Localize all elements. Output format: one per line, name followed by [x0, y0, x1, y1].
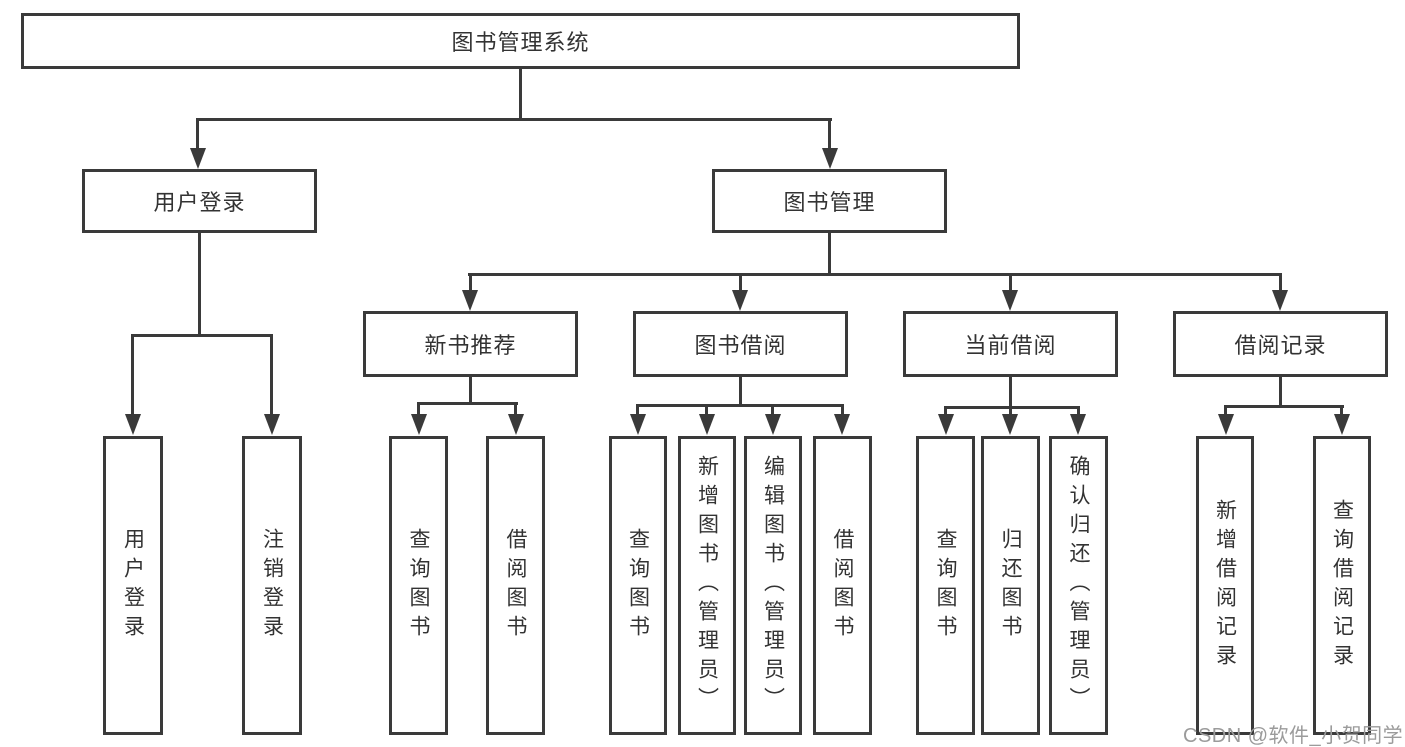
arrowhead-to-rc-add	[1218, 414, 1234, 435]
connector-to-cu-query	[944, 406, 947, 418]
node-book-management-label: 图书管理	[783, 190, 876, 215]
connector-to-rc-query	[1340, 405, 1343, 418]
leaf-borrowing-edit-books-admin-label: 编辑图书（管理员）	[761, 455, 785, 716]
connector-to-cu-confirm	[1077, 406, 1080, 418]
leaf-newbooks-borrow-books-label: 借阅图书	[504, 527, 527, 644]
arrowhead-to-cu-query	[938, 414, 954, 435]
leaf-logout: 注销登录	[242, 436, 302, 735]
node-book-management: 图书管理	[712, 169, 947, 233]
leaf-current-confirm-return-admin-label: 确认归还（管理员）	[1067, 455, 1090, 716]
node-book-borrowing: 图书借阅	[633, 311, 848, 377]
arrowhead-to-user-login	[190, 148, 206, 169]
connector-to-current	[1009, 273, 1012, 293]
arrowhead-to-bw-edit	[765, 414, 781, 435]
connector-root-stem	[519, 68, 522, 120]
node-borrow-records: 借阅记录	[1173, 311, 1388, 377]
connector-records-stem	[1279, 376, 1282, 408]
node-current-borrowing-label: 当前借阅	[964, 333, 1057, 358]
leaf-user-login: 用户登录	[103, 436, 163, 735]
leaf-borrowing-query-books: 查询图书	[609, 436, 667, 735]
arrowhead-to-records	[1272, 290, 1288, 311]
connector-mgmt-stem	[828, 232, 831, 276]
node-new-book-recommend: 新书推荐	[363, 311, 578, 377]
arrowhead-to-bw-add	[699, 414, 715, 435]
leaf-user-login-label: 用户登录	[121, 527, 145, 644]
leaf-current-return-books-label: 归还图书	[999, 527, 1022, 644]
leaf-newbooks-query-books: 查询图书	[389, 436, 448, 735]
connector-to-bw-edit	[771, 404, 774, 418]
leaf-borrowing-edit-books-admin: 编辑图书（管理员）	[744, 436, 802, 735]
arrowhead-to-leaf-login	[125, 414, 141, 435]
arrowhead-to-bw-query	[630, 414, 646, 435]
leaf-borrowing-query-books-label: 查询图书	[626, 527, 650, 644]
connector-to-borrowing	[739, 273, 742, 293]
leaf-current-query-books: 查询图书	[916, 436, 975, 735]
node-system-root-label: 图书管理系统	[451, 30, 590, 55]
connector-current-crossbar	[944, 406, 1080, 409]
leaf-newbooks-borrow-books: 借阅图书	[486, 436, 545, 735]
arrowhead-to-current	[1002, 290, 1018, 311]
connector-to-user-login	[196, 118, 199, 151]
leaf-borrowing-borrow-books-label: 借阅图书	[831, 527, 854, 644]
node-new-book-recommend-label: 新书推荐	[424, 333, 517, 358]
connector-borrowing-crossbar	[636, 404, 844, 407]
connector-newbooks-crossbar	[417, 402, 518, 405]
leaf-records-add-borrow-record-label: 新增借阅记录	[1213, 498, 1237, 673]
connector-mgmt-crossbar	[468, 273, 1282, 276]
connector-to-rc-add	[1224, 405, 1227, 418]
csdn-watermark: CSDN @软件_小贺同学	[1183, 725, 1404, 747]
leaf-current-query-books-label: 查询图书	[934, 527, 957, 644]
leaf-borrowing-add-books-admin: 新增图书（管理员）	[678, 436, 736, 735]
connector-to-leaf-logout	[270, 334, 273, 418]
leaf-records-add-borrow-record: 新增借阅记录	[1196, 436, 1254, 735]
arrowhead-to-book-mgmt	[822, 148, 838, 169]
connector-to-records	[1279, 273, 1282, 293]
node-current-borrowing: 当前借阅	[903, 311, 1118, 377]
connector-records-crossbar	[1224, 405, 1344, 408]
leaf-current-confirm-return-admin: 确认归还（管理员）	[1049, 436, 1108, 735]
node-user-login-label: 用户登录	[153, 190, 246, 215]
connector-to-book-mgmt	[828, 118, 831, 151]
arrowhead-to-leaf-logout	[264, 414, 280, 435]
arrowhead-to-nb-query	[411, 414, 427, 435]
leaf-newbooks-query-books-label: 查询图书	[407, 527, 430, 644]
leaf-borrowing-borrow-books: 借阅图书	[813, 436, 872, 735]
connector-to-leaf-login	[131, 334, 134, 418]
connector-to-newbooks	[469, 273, 472, 293]
arrowhead-to-cu-confirm	[1070, 414, 1086, 435]
leaf-records-query-borrow-record: 查询借阅记录	[1313, 436, 1371, 735]
leaf-records-query-borrow-record-label: 查询借阅记录	[1330, 498, 1354, 673]
arrowhead-to-borrowing	[732, 290, 748, 311]
connector-to-bw-add	[705, 404, 708, 418]
arrowhead-to-cu-return	[1002, 414, 1018, 435]
connector-root-crossbar	[196, 118, 832, 121]
node-borrow-records-label: 借阅记录	[1234, 333, 1327, 358]
connector-login-stem	[198, 232, 201, 337]
node-user-login: 用户登录	[82, 169, 317, 233]
connector-to-cu-return	[1009, 406, 1012, 418]
connector-to-bw-borrow	[841, 404, 844, 418]
connector-current-stem	[1009, 376, 1012, 409]
leaf-borrowing-add-books-admin-label: 新增图书（管理员）	[695, 455, 719, 716]
arrowhead-to-bw-borrow	[834, 414, 850, 435]
connector-to-nb-query	[417, 402, 420, 418]
connector-borrowing-stem	[739, 376, 742, 407]
leaf-current-return-books: 归还图书	[981, 436, 1040, 735]
arrowhead-to-newbooks	[462, 290, 478, 311]
node-book-borrowing-label: 图书借阅	[694, 333, 787, 358]
connector-newbooks-stem	[469, 376, 472, 405]
connector-login-crossbar	[131, 334, 273, 337]
arrowhead-to-nb-borrow	[508, 414, 524, 435]
arrowhead-to-rc-query	[1334, 414, 1350, 435]
leaf-logout-label: 注销登录	[260, 527, 284, 644]
connector-to-nb-borrow	[514, 402, 517, 418]
node-system-root: 图书管理系统	[21, 13, 1020, 69]
connector-to-bw-query	[636, 404, 639, 418]
